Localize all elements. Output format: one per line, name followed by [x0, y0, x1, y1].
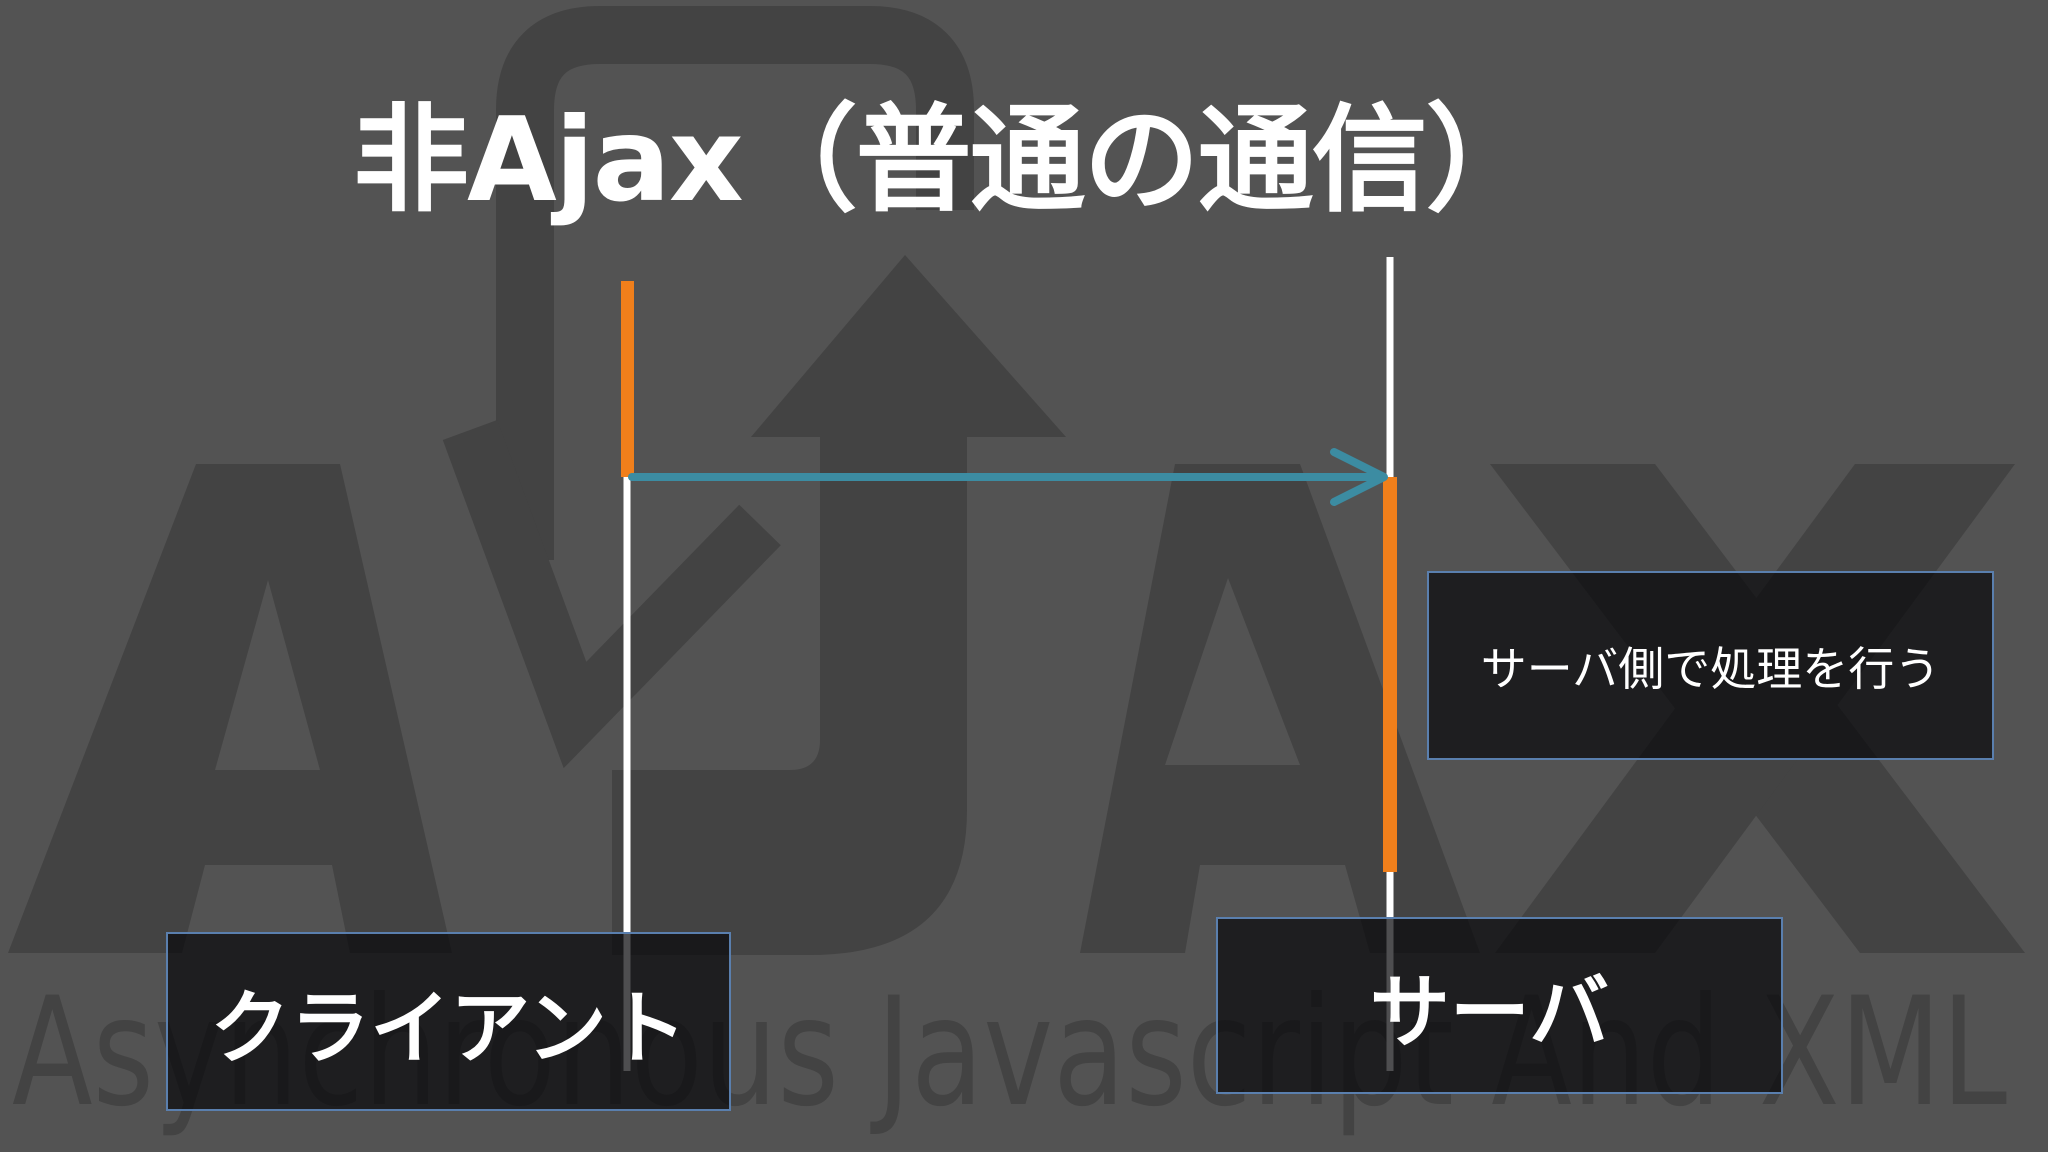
server-activation-bar: [1383, 477, 1397, 872]
client-activation-bar: [621, 281, 634, 477]
watermark-up-arrowhead: [751, 255, 1066, 437]
request-message-arrow: [628, 448, 1388, 506]
watermark-letter-j: [612, 437, 967, 955]
server-note-text: サーバ側で処理を行う: [1480, 641, 1941, 696]
request-arrowhead: [1330, 448, 1388, 506]
watermark-letter-a-right: [1080, 464, 1480, 953]
client-participant-label: クライアント: [210, 981, 687, 1075]
slide-title: 非Ajax（普通の通信）: [353, 93, 1542, 228]
watermark-loop-arrow: [496, 6, 974, 560]
client-participant-box: クライアント: [166, 932, 731, 1111]
watermark-down-arrowhead: [442, 419, 781, 769]
server-participant-label: サーバ: [1369, 965, 1610, 1059]
server-participant-box: サーバ: [1216, 917, 1783, 1094]
server-note-box: サーバ側で処理を行う: [1427, 571, 1994, 760]
watermark-letter-a-left: [8, 464, 452, 953]
